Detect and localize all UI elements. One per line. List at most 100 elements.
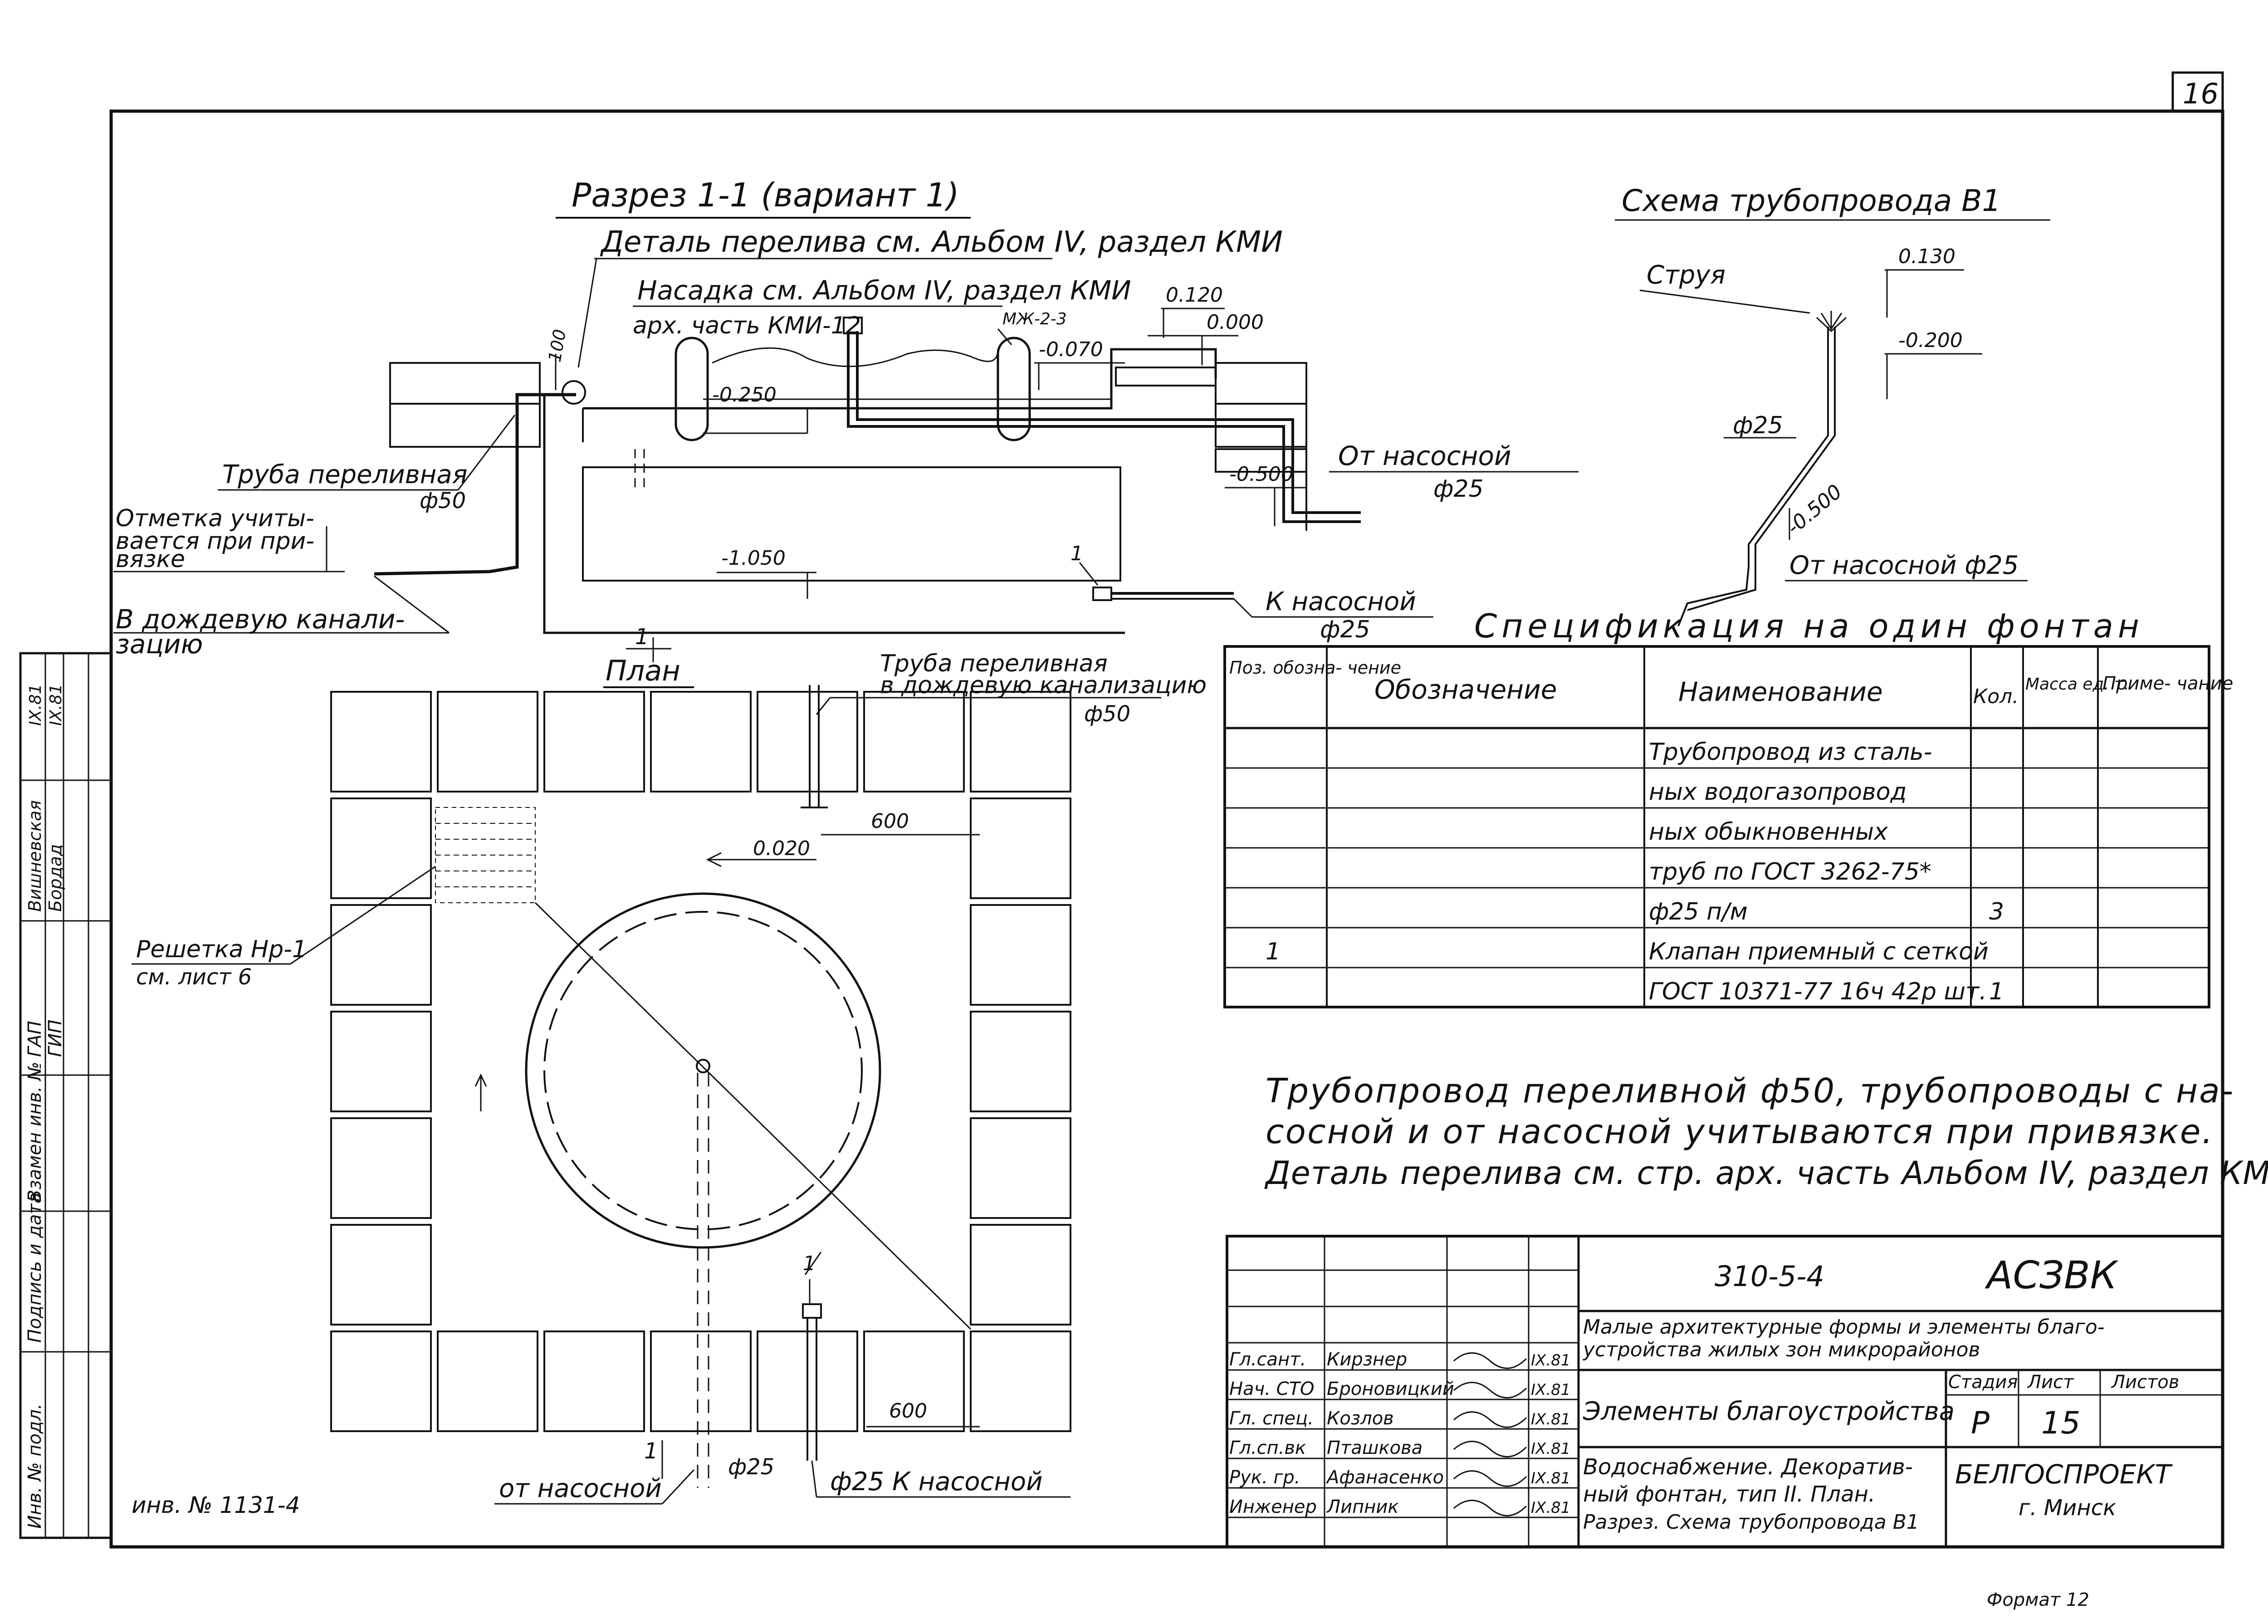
tb-person-name: Пташкова [1327,1438,1422,1458]
tb-person-date: IX.81 [1531,1410,1570,1428]
nozzle-note-2: арх. часть КМИ-12 [633,312,861,339]
scheme-d25: ф25 [1733,412,1783,439]
paver-tile [863,691,965,792]
specification-table: Спецификация на один фонтан Поз. обозна-… [1223,607,2233,1008]
mark-note-1: Отметка учиты- [116,505,314,532]
tb-mark: АСЗВК [1984,1253,2119,1297]
elev-0120: 0.120 [1166,284,1223,307]
paver-tile [970,691,1071,792]
spec-row-pos: 1 [1266,938,1281,965]
plan-d25: ф25 [728,1454,774,1480]
tb-person-name: Кирзнер [1327,1349,1407,1370]
scheme-elev-m0500: -0.500 [1782,480,1846,539]
tb-person-name: Липник [1326,1497,1399,1517]
paver-tile [330,1117,432,1219]
stamp-date-2: IX.81 [47,684,65,726]
note-line-3: Деталь перелива см. стр. арх. часть Альб… [1264,1154,2268,1192]
pipe-overflow-label: Труба переливная [222,460,467,489]
mark-note-2: вается при при- [116,528,314,555]
tb-drawing-1: Водоснабжение. Декоратив- [1583,1454,1913,1480]
paver-tile [970,1117,1071,1219]
general-note: Трубопровод переливной ф50, трубопроводы… [1264,1071,2268,1192]
inventory-number: инв. № 1131-4 [132,1492,300,1518]
spec-h-qty: Кол. [1973,685,2019,708]
elev-0000: 0.000 [1207,311,1264,334]
grate-hatch [435,807,536,903]
elev-m0500: -0.500 [1229,463,1294,486]
title-block: 310-5-4 АСЗВК Малые архитектурные формы … [1226,1235,2224,1548]
fountain-bowl-outer [525,892,881,1249]
tb-person-name: Броновицкий [1327,1379,1454,1399]
scheme-jet: Струя [1647,260,1725,290]
paver-tile [330,1331,432,1432]
plan-section-mark-bottom: 1 [644,1438,658,1464]
side-stamp: Инв. № подл. Подпись и дата Взамен инв. … [19,652,112,1539]
paver-tile [330,1224,432,1326]
tb-person-role: Нач. СТО [1229,1379,1315,1399]
nozzle-note-1: Насадка см. Альбом IV, раздел КМИ [637,275,1131,306]
tb-subject-2: устройства жилых зон микрорайонов [1582,1338,1980,1361]
plan-slope: 0.020 [753,837,810,860]
spec-row-name: труб по ГОСТ 3262-75* [1649,858,1931,885]
paver-tile [970,797,1071,899]
tb-person-date: IX.81 [1531,1469,1570,1487]
paver-tile [970,1011,1071,1112]
paver-tile [650,691,752,792]
tb-stage-label: Стадия [1948,1372,2018,1393]
plan-pipe-label-2: в дождевую канализацию [880,672,1207,699]
spec-row-qty: 3 [1989,898,2004,925]
spec-rows: Трубопровод из сталь-ных водогазопроводн… [1266,739,2004,1005]
paver-tile [970,1331,1071,1432]
tb-org-1: БЕЛГОСПРОЕКТ [1955,1459,2173,1490]
note-line-1: Трубопровод переливной ф50, трубопроводы… [1266,1071,2234,1110]
to-pump-d25: ф25 [1320,616,1370,643]
grate-label-2: см. лист 6 [136,964,252,990]
pipeline-scheme: Схема трубопровода В1 Струя 0.130 -0.200… [1615,183,2050,626]
tb-org-2: г. Минск [2019,1495,2116,1521]
tb-signature [1453,1382,1527,1399]
tb-signature [1453,1500,1527,1516]
scheme-elev-0130: 0.130 [1898,245,1955,268]
plan-section-mark: 1 [635,624,649,650]
dim-100: 100 [545,328,570,363]
pipe-overflow-d50: ф50 [420,488,466,514]
sheet-number-box [2171,71,2224,113]
tb-code: 310-5-4 [1715,1260,1824,1293]
spec-h-pos: Поз. обозна- чение [1229,658,1401,678]
stamp-name-1: Вишневская [25,800,45,912]
paver-tile [970,904,1071,1006]
tb-person-role: Гл. спец. [1229,1408,1314,1429]
spec-h-note: Приме- чание [2102,673,2233,694]
spec-h-mass: Масса ед. т. [2025,675,2129,694]
tb-sheets-label: Листов [2111,1372,2179,1393]
stamp-gap: ГАП [24,1021,45,1057]
sheet-number: 16 [2183,77,2219,110]
grate-label-1: Решетка Нр-1 [136,936,307,963]
mzh-label: МЖ-2-3 [1002,310,1067,328]
plan-dim-600-top: 600 [871,810,909,833]
format-label: Формат 12 [1987,1590,2089,1610]
spec-row-name: Трубопровод из сталь- [1649,739,1932,766]
plan-title: План [606,654,680,687]
tb-person-date: IX.81 [1531,1351,1570,1370]
spec-row-name: ф25 п/м [1649,898,1748,925]
tb-sheet-label: Лист [2027,1372,2074,1393]
elev-m0070: -0.070 [1039,338,1103,361]
drain-label-1: В дождевую канали- [116,604,405,635]
spec-header: Поз. обозна- чение Обозначение Наименова… [1229,658,2233,708]
tb-person-date: IX.81 [1531,1381,1570,1399]
tb-signature [1453,1470,1527,1487]
scheme-elev-m0200: -0.200 [1898,329,1963,352]
paver-tile [437,691,538,792]
tb-subject-1: Малые архитектурные формы и элементы бла… [1583,1316,2105,1339]
section-view: Разрез 1-1 (вариант 1) Деталь перелива с… [113,176,1579,660]
paver-tile [543,1331,645,1432]
to-pump-label: К насосной [1266,587,1416,616]
plan-d50: ф50 [1084,701,1130,727]
tb-signature [1453,1441,1527,1458]
spec-row-qty: 1 [1989,978,2004,1005]
plan-from-pump: от насосной [499,1474,662,1503]
spec-h-name: Наименование [1678,676,1883,707]
scheme-title: Схема трубопровода В1 [1622,183,2001,218]
